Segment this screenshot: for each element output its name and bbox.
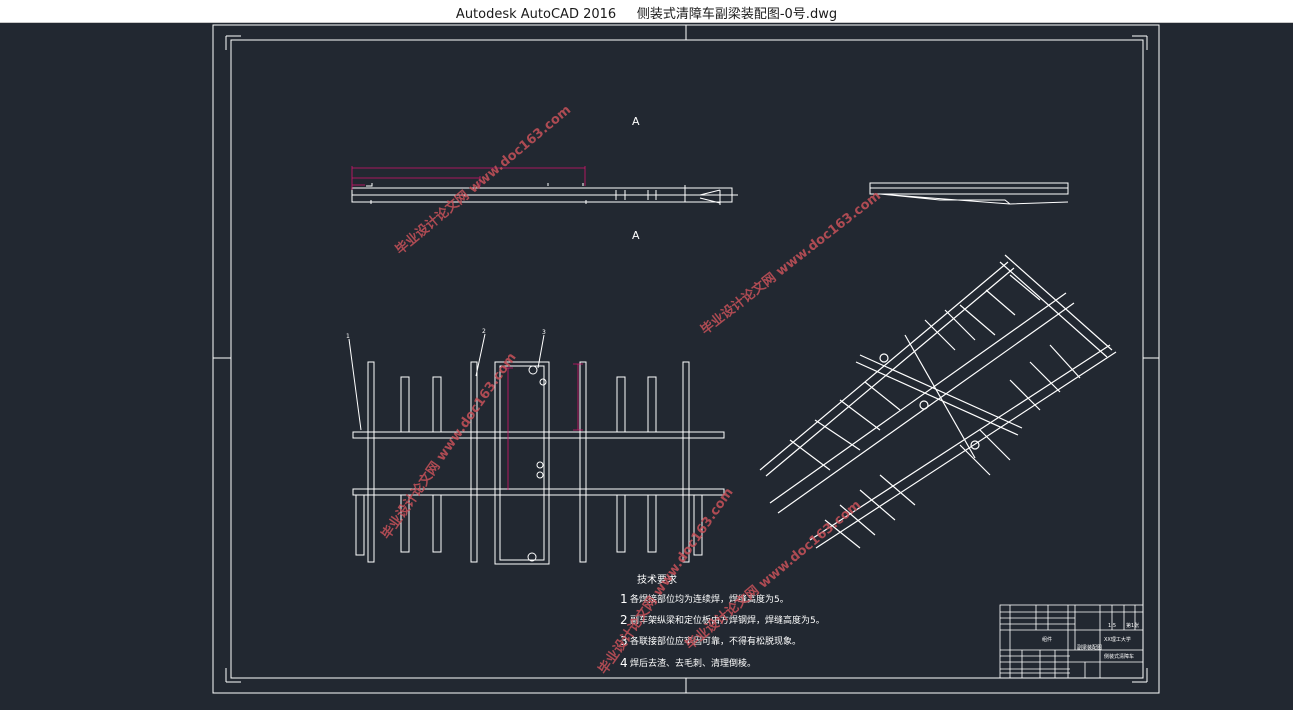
section-label-top: A bbox=[632, 115, 640, 128]
sheet-outer-frame bbox=[212, 24, 1160, 694]
tech-req-text-4: 焊后去渣、去毛刺、清理倒棱。 bbox=[630, 657, 756, 669]
plan-view-dimensions bbox=[503, 363, 583, 490]
side-view-dimensions bbox=[351, 166, 586, 190]
plan-view bbox=[348, 333, 725, 565]
title-block-scale: 1:5 bbox=[1108, 623, 1116, 629]
watermark-3: 毕业设计论文网 www.doc163.com bbox=[378, 350, 520, 543]
title-block-school: XX理工大学 bbox=[1104, 636, 1131, 643]
tech-req-num-3: 3 bbox=[620, 634, 628, 648]
document-name: 侧装式清障车副梁装配图-0号.dwg bbox=[636, 7, 838, 22]
side-view bbox=[351, 183, 738, 205]
tech-req-num-2: 2 bbox=[620, 613, 628, 627]
title-block-drawing-name: 副梁装配图 bbox=[1077, 644, 1102, 651]
title-block bbox=[999, 604, 1144, 679]
watermark-5: 毕业设计论文网 www.doc163.com bbox=[595, 485, 737, 678]
tech-req-heading: 技术要求 bbox=[637, 573, 677, 586]
section-label-bottom: A bbox=[632, 229, 640, 242]
watermark-1: 毕业设计论文网 www.doc163.com bbox=[392, 102, 574, 258]
tech-req-num-1: 1 bbox=[620, 592, 628, 606]
tech-req-num-4: 4 bbox=[620, 656, 628, 670]
balloon-3: 3 bbox=[542, 329, 546, 336]
window-title: Autodesk AutoCAD 2016 侧装式清障车副梁装配图-0号.dwg bbox=[0, 3, 1293, 22]
balloon-2: 2 bbox=[482, 328, 486, 335]
centering-marks bbox=[213, 25, 1159, 693]
isometric-view bbox=[759, 254, 1117, 549]
tech-req-text-3: 各联接部位应牢固可靠，不得有松脱现象。 bbox=[630, 635, 801, 647]
drawing-canvas[interactable]: A A bbox=[0, 23, 1293, 710]
app-title: Autodesk AutoCAD 2016 bbox=[455, 7, 617, 22]
end-view bbox=[869, 182, 1069, 205]
title-block-sheet: 第1张 bbox=[1126, 622, 1139, 629]
title-block-material: 组件 bbox=[1042, 636, 1052, 643]
balloon-1: 1 bbox=[346, 333, 350, 340]
title-bar: Autodesk AutoCAD 2016 侧装式清障车副梁装配图-0号.dwg bbox=[0, 0, 1293, 23]
watermark-2: 毕业设计论文网 www.doc163.com bbox=[698, 188, 884, 338]
tech-req-text-2: 副车架纵梁和定位板由方焊钢焊，焊缝高度为5。 bbox=[630, 614, 825, 626]
sheet-inner-frame bbox=[230, 39, 1144, 679]
title-block-designation: 侧装式清障车 bbox=[1104, 653, 1134, 660]
tech-req-text-1: 各焊接部位均为连续焊，焊缝高度为5。 bbox=[630, 593, 789, 605]
